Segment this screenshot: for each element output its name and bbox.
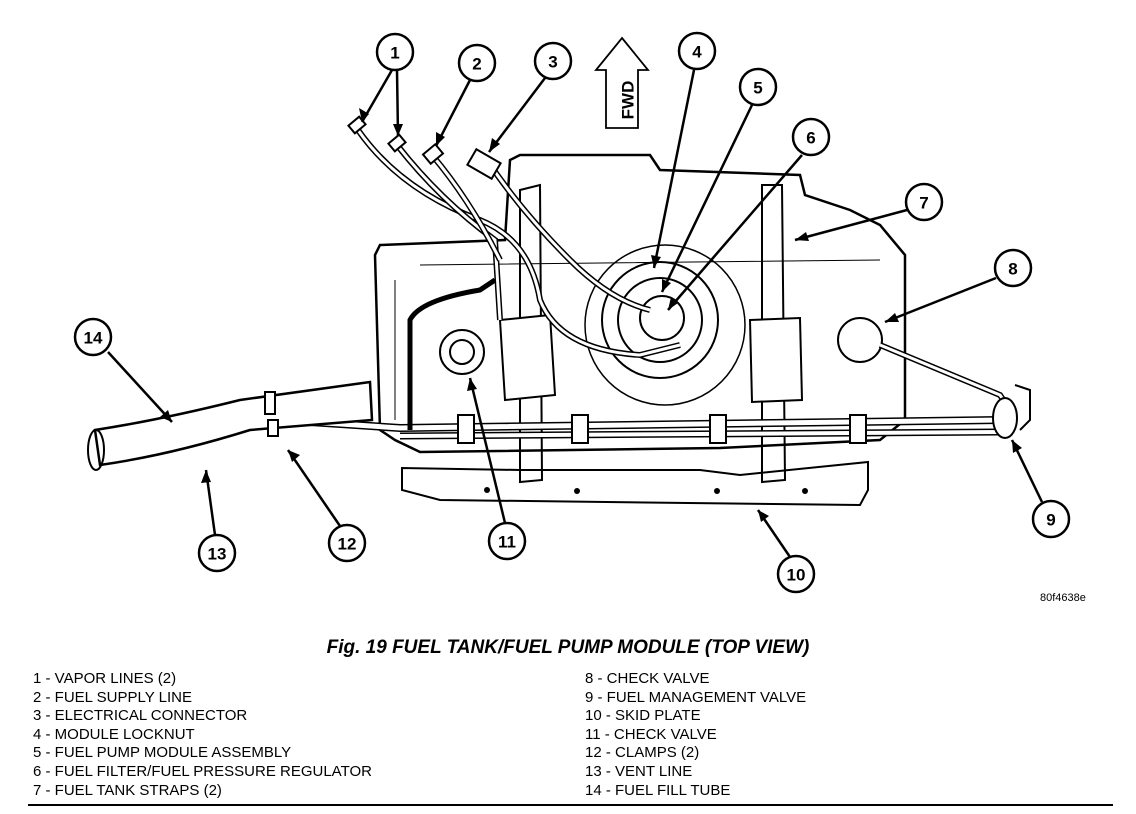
callout-circle <box>776 554 816 594</box>
callout-number: 6 <box>806 129 815 148</box>
leader-lines <box>107 69 1044 558</box>
clamp <box>267 419 279 437</box>
callout-number: 12 <box>338 535 357 554</box>
clamp <box>264 391 276 415</box>
callout-11: 11 <box>487 521 527 561</box>
callout-number: 9 <box>1046 511 1055 530</box>
callout-circle <box>738 67 778 107</box>
callout-circle <box>533 41 573 81</box>
fuel-fill-tube <box>93 380 374 467</box>
legend-item: 5 - FUEL PUMP MODULE ASSEMBLY <box>33 744 292 762</box>
fwd-arrow-icon: FWD <box>594 36 650 129</box>
callout-number: 13 <box>208 545 227 564</box>
fwd-label: FWD <box>619 81 638 120</box>
callout-circle <box>993 248 1033 288</box>
fuel-management-valve <box>992 384 1031 439</box>
check-valve-8 <box>837 317 883 363</box>
callout-4: 4 <box>677 31 717 71</box>
callout-number: 8 <box>1008 260 1017 279</box>
callout-14: 14 <box>73 317 113 357</box>
legend-item: 12 - CLAMPS (2) <box>585 744 700 762</box>
legend-item: 9 - FUEL MANAGEMENT VALVE <box>585 688 807 706</box>
callout-number: 10 <box>787 566 806 585</box>
callout-circle <box>197 533 237 573</box>
callout-circle <box>457 43 497 83</box>
skid-plate <box>401 460 869 507</box>
callout-circle <box>904 182 944 222</box>
callout-circle <box>73 317 113 357</box>
callout-1: 1 <box>375 32 415 72</box>
legend-left: 1 - VAPOR LINES (2) 2 - FUEL SUPPLY LINE… <box>33 670 372 800</box>
legend-item: 10 - SKID PLATE <box>585 707 701 725</box>
legend-item: 13 - VENT LINE <box>585 762 693 780</box>
check-valve-11 <box>439 329 485 375</box>
callout-9: 9 <box>1031 499 1071 539</box>
callout-number: 7 <box>919 194 928 213</box>
callout-number: 4 <box>692 43 702 62</box>
callout-7: 7 <box>904 182 944 222</box>
legend-item: 4 - MODULE LOCKNUT <box>33 725 195 743</box>
legend-item: 11 - CHECK VALVE <box>585 725 717 743</box>
legend-right: 8 - CHECK VALVE 9 - FUEL MANAGEMENT VALV… <box>585 670 806 800</box>
callout-12: 12 <box>327 523 367 563</box>
callout-circle <box>677 31 717 71</box>
fuel-pump-module <box>584 244 746 406</box>
callout-number: 1 <box>390 44 399 63</box>
fuel-tank <box>373 153 907 454</box>
legend-item: 3 - ELECTRICAL CONNECTOR <box>33 707 248 725</box>
callout-number: 3 <box>548 53 557 72</box>
callout-3: 3 <box>533 41 573 81</box>
callout-8: 8 <box>993 248 1033 288</box>
bottom-rule <box>28 804 1113 806</box>
figure-caption: Fig. 19 FUEL TANK/FUEL PUMP MODULE (TOP … <box>326 637 810 658</box>
callout-number: 11 <box>498 533 516 552</box>
callout-number: 2 <box>472 55 481 74</box>
callout-13: 13 <box>197 533 237 573</box>
callout-circle <box>375 32 415 72</box>
callout-2: 2 <box>457 43 497 83</box>
callout-circle <box>1031 499 1071 539</box>
callout-circle <box>791 117 831 157</box>
callout-circle <box>487 521 527 561</box>
callout-10: 10 <box>776 554 816 594</box>
callout-number: 14 <box>84 329 103 348</box>
legend-item: 1 - VAPOR LINES (2) <box>33 670 177 687</box>
legend-item: 7 - FUEL TANK STRAPS (2) <box>33 781 222 799</box>
figure-code: 80f4638e <box>1040 592 1086 604</box>
legend-item: 6 - FUEL FILTER/FUEL PRESSURE REGULATOR <box>33 762 372 780</box>
callout-number: 5 <box>753 79 762 98</box>
legend-item: 2 - FUEL SUPPLY LINE <box>33 688 192 706</box>
legend-item: 8 - CHECK VALVE <box>585 670 710 687</box>
callout-circle <box>327 523 367 563</box>
callout-5: 5 <box>738 67 778 107</box>
legend-item: 14 - FUEL FILL TUBE <box>585 781 731 799</box>
callout-6: 6 <box>791 117 831 157</box>
